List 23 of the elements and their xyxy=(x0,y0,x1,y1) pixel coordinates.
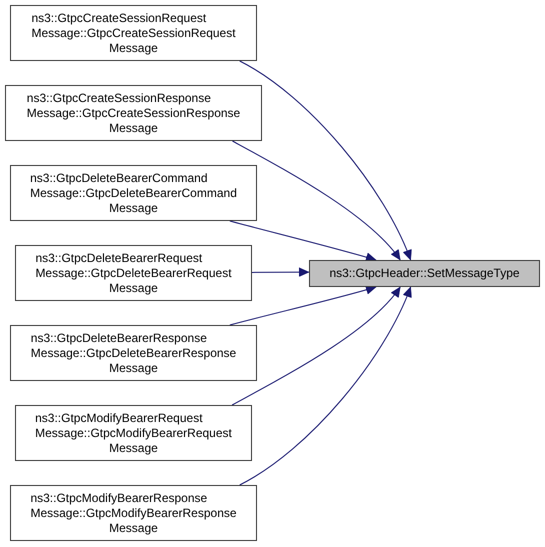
function-box xyxy=(15,245,252,301)
arrow xyxy=(232,140,401,260)
function-name: ns3::GtpcDeleteBearerCommand Message::GtpcDeleteBearerCommand Message xyxy=(30,170,237,216)
function-name: ns3::GtpcHeader::SetMessageType xyxy=(329,266,520,281)
arrow xyxy=(232,286,401,406)
function-name: ns3::GtpcCreateSessionResponse Message::GtpcCreateSessionResponse Message xyxy=(26,90,240,136)
function-box xyxy=(15,405,252,461)
function-name: ns3::GtpcModifyBearerResponse Message::GtpcModifyBearerResponse Message xyxy=(30,490,237,536)
arrow xyxy=(239,60,412,260)
arrow xyxy=(229,220,376,262)
function-box xyxy=(10,165,257,221)
function-box xyxy=(5,85,262,141)
function-box xyxy=(10,325,257,381)
arrow xyxy=(229,285,376,326)
function-box xyxy=(10,5,257,61)
function-name: ns3::GtpcDeleteBearerRequest Message::GtpcDeleteBearerRequest Message xyxy=(35,250,232,296)
function-name: ns3::GtpcModifyBearerRequest Message::GtpcModifyBearerRequest Message xyxy=(35,410,232,456)
function-name: ns3::GtpcDeleteBearerResponse Message::GtpcDeleteBearerResponse Message xyxy=(30,330,236,376)
arrow xyxy=(239,286,412,486)
function-box xyxy=(10,485,257,541)
highlighted-function-box xyxy=(309,260,540,287)
function-name: ns3::GtpcCreateSessionRequest Message::GtpcCreateSessionRequest Message xyxy=(31,10,236,56)
arrow xyxy=(252,267,310,277)
